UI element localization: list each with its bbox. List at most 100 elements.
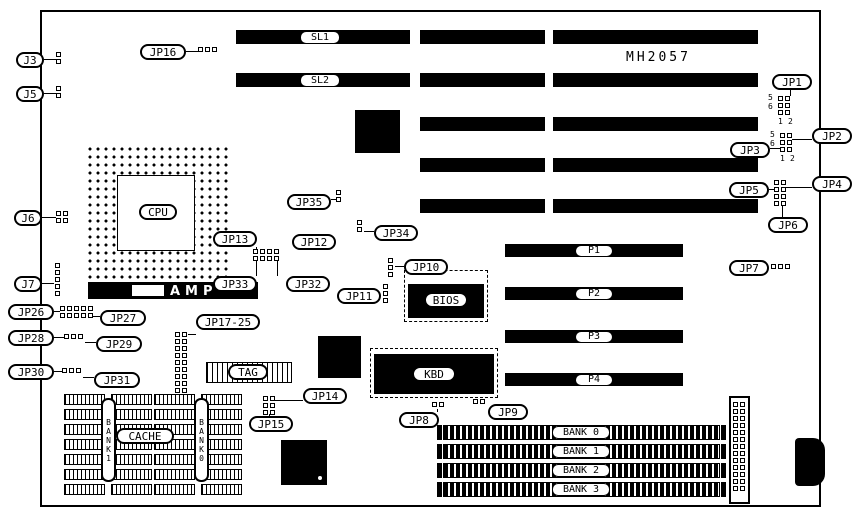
leader-line (54, 311, 60, 312)
leader-line (186, 51, 198, 52)
isa-slot-segment (420, 117, 545, 131)
leader-line (42, 283, 54, 284)
header-label-p4: P4 (575, 374, 613, 386)
jumper-label-jp10: JP10 (404, 259, 448, 275)
pin-header-jp26-jp27 (60, 306, 93, 318)
jumper-label-jp12: JP12 (292, 234, 336, 250)
simm-clip (437, 482, 442, 497)
leader-line (770, 148, 780, 149)
jumper-label-jp33: JP33 (213, 276, 257, 292)
pin-number: 6 (768, 102, 773, 111)
slot-label-sl1: SL1 (300, 31, 340, 44)
cache-label: CACHE (116, 428, 174, 444)
jumper-label-jp3: JP3 (730, 142, 770, 158)
jumper-label-jp4: JP4 (812, 176, 852, 192)
simm-bank1-label: BANK 1 (552, 445, 610, 458)
leader-line (42, 217, 56, 218)
isa-slot-segment (553, 73, 758, 87)
cpu-label: CPU (139, 204, 177, 220)
isa-slot-segment (420, 158, 545, 172)
amp-window (132, 285, 164, 296)
chip-pin1-dot (318, 476, 322, 480)
jumper-label-jp9: JP9 (488, 404, 528, 420)
leader-line (93, 316, 100, 317)
isa-slot-segment (553, 158, 758, 172)
jumper-label-jp13: JP13 (213, 231, 257, 247)
jumper-label-jp35: JP35 (287, 194, 331, 210)
slot-label-sl2: SL2 (300, 74, 340, 87)
header-label-p2: P2 (575, 288, 613, 300)
jumper-label-jp14: JP14 (303, 388, 347, 404)
pin-block-jp1 (778, 96, 790, 115)
connector-label-j5: J5 (16, 86, 44, 102)
jumper-label-jp11: JP11 (337, 288, 381, 304)
jumper-label-jp27: JP27 (100, 310, 146, 326)
pin-header-j3 (56, 52, 61, 64)
pin-header-jp35 (336, 190, 341, 202)
jumper-label-jp5: JP5 (729, 182, 769, 198)
simm-clip (437, 444, 442, 459)
isa-slot-segment (553, 199, 758, 213)
leader-line (790, 90, 791, 96)
pin-header-jp8 (432, 402, 444, 407)
leader-line (782, 206, 783, 217)
pin-number: 6 (770, 139, 775, 148)
jumper-label-jp15: JP15 (249, 416, 293, 432)
pin-header-jp30-jp31 (62, 368, 81, 373)
pin-header-j5 (56, 86, 61, 98)
pin-number: 1 (778, 117, 783, 126)
jumper-label-jp26: JP26 (8, 304, 54, 320)
cache-bank0-label: BANK0 (194, 398, 209, 482)
pin-number: 2 (790, 154, 795, 163)
part-number: MH2057 (626, 50, 691, 65)
pin-header-jp34 (357, 220, 362, 232)
tag-label: TAG (228, 364, 268, 380)
pin-header-jp28-jp29 (64, 334, 83, 339)
isa-slot-segment (420, 199, 545, 213)
simm-clip (721, 425, 726, 440)
leader-line (44, 93, 56, 94)
connector-label-j3: J3 (16, 52, 44, 68)
power-connector-pins (733, 402, 745, 491)
simm-clip (721, 444, 726, 459)
isa-slot-segment (553, 117, 758, 131)
jumper-label-jp8: JP8 (399, 412, 439, 428)
leader-line (769, 189, 774, 190)
jumper-label-jp17-25: JP17-25 (196, 314, 260, 330)
leader-line (54, 371, 62, 372)
jumper-label-jp1: JP1 (772, 74, 812, 90)
leader-line (364, 231, 374, 232)
pin-block-jp2-jp3 (780, 133, 792, 152)
pin-block-jp4-jp5-jp6 (774, 180, 786, 206)
leader-line (256, 261, 257, 276)
pin-number: 5 (770, 130, 775, 139)
jumper-label-jp2: JP2 (812, 128, 852, 144)
simm-clip (721, 482, 726, 497)
leader-line (54, 337, 64, 338)
simm-clip (437, 463, 442, 478)
jumper-label-jp7: JP7 (729, 260, 769, 276)
pin-header-jp10 (388, 258, 393, 277)
leader-line (256, 247, 257, 250)
jumper-label-jp31: JP31 (94, 372, 140, 388)
leader-line (792, 139, 812, 140)
header-label-p1: P1 (575, 245, 613, 257)
leader-line (188, 334, 196, 335)
leader-line (83, 377, 94, 378)
jumper-label-jp30: JP30 (8, 364, 54, 380)
bios-label: BIOS (424, 292, 468, 308)
leader-line (275, 400, 303, 401)
pin-block-jp17-25 (175, 332, 187, 393)
kbd-label: KBD (412, 366, 456, 382)
pin-header-jp9 (473, 399, 485, 404)
jumper-label-jp16: JP16 (140, 44, 186, 60)
chip-u1 (355, 110, 400, 153)
chip-u2 (318, 336, 361, 378)
leader-line (85, 342, 96, 343)
leader-line (331, 199, 336, 200)
pin-header-j6 (56, 211, 68, 223)
pin-block-jp12-jp13-jp32-jp33 (253, 249, 279, 261)
isa-slot-segment (420, 30, 545, 44)
cache-chip-array-bank0 (154, 394, 242, 495)
jumper-label-jp34: JP34 (374, 225, 418, 241)
